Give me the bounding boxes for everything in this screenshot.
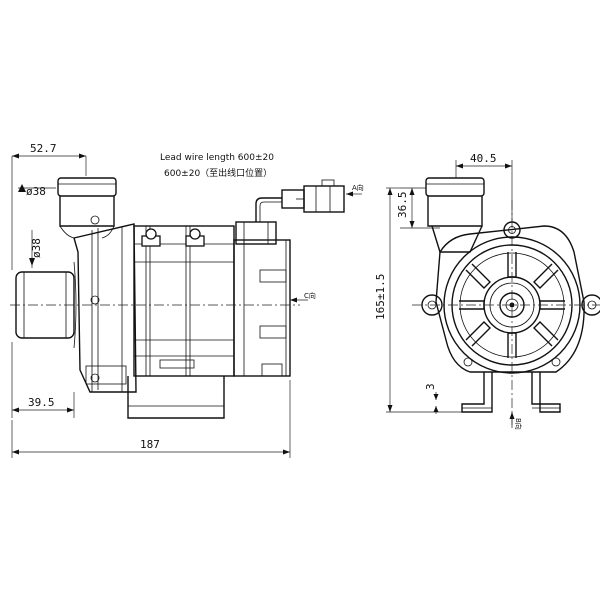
view-label-b: B向 (514, 418, 523, 430)
front-pump-body (435, 225, 585, 374)
side-width-value: 40.5 (470, 152, 497, 165)
top-port-diameter: ø38 (26, 185, 46, 198)
side-port-diameter: ø38 (30, 238, 43, 258)
pump-head-housing (73, 215, 137, 393)
bracket-gap-value: 3 (424, 383, 437, 390)
overall-length-value: 187 (140, 438, 160, 451)
view-label-c: C向 (304, 291, 316, 300)
dim-top-port: ø38 (18, 184, 56, 198)
front-mounting-ears (421, 221, 600, 367)
motor-body (133, 225, 235, 377)
dim-outlet-offset: 39.5 (11, 342, 75, 418)
dim-side-width: 40.5 (455, 152, 513, 222)
mounting-bracket (127, 359, 225, 419)
total-height-value: 165±1.5 (374, 274, 387, 320)
outlet-height-value: 36.5 (396, 192, 409, 219)
lead-wire-note-en: Lead wire length 600±20 (160, 153, 274, 163)
outlet-offset-value: 39.5 (28, 396, 55, 409)
dim-overall-length: 187 (11, 380, 291, 458)
inlet-offset-value: 52.7 (30, 142, 57, 155)
top-outlet-pipe (57, 177, 117, 239)
dim-side-port: ø38 (29, 230, 43, 268)
dim-outlet-height: 36.5 (396, 187, 440, 229)
front-top-outlet (425, 177, 485, 253)
view-arrow-b: B向 (509, 412, 523, 430)
dim-bracket-gap: 3 (424, 383, 439, 414)
lead-wire-connector (255, 179, 345, 222)
lead-wire-note-cn: 600±20（至出线口位置） (164, 167, 272, 179)
dim-inlet-offset: 52.7 (11, 142, 87, 270)
front-bracket (461, 372, 561, 413)
side-elevation-view: 52.7 ø38 ø38 39.5 (10, 142, 364, 458)
front-elevation-view: 40.5 36.5 165±1.5 3 (374, 152, 600, 430)
view-label-a: A向 (352, 183, 364, 192)
view-arrow-c: C向 (290, 291, 316, 303)
dim-total-height: 165±1.5 (374, 187, 462, 413)
view-arrow-a: A向 (346, 183, 364, 197)
rear-end-cap (233, 221, 291, 377)
